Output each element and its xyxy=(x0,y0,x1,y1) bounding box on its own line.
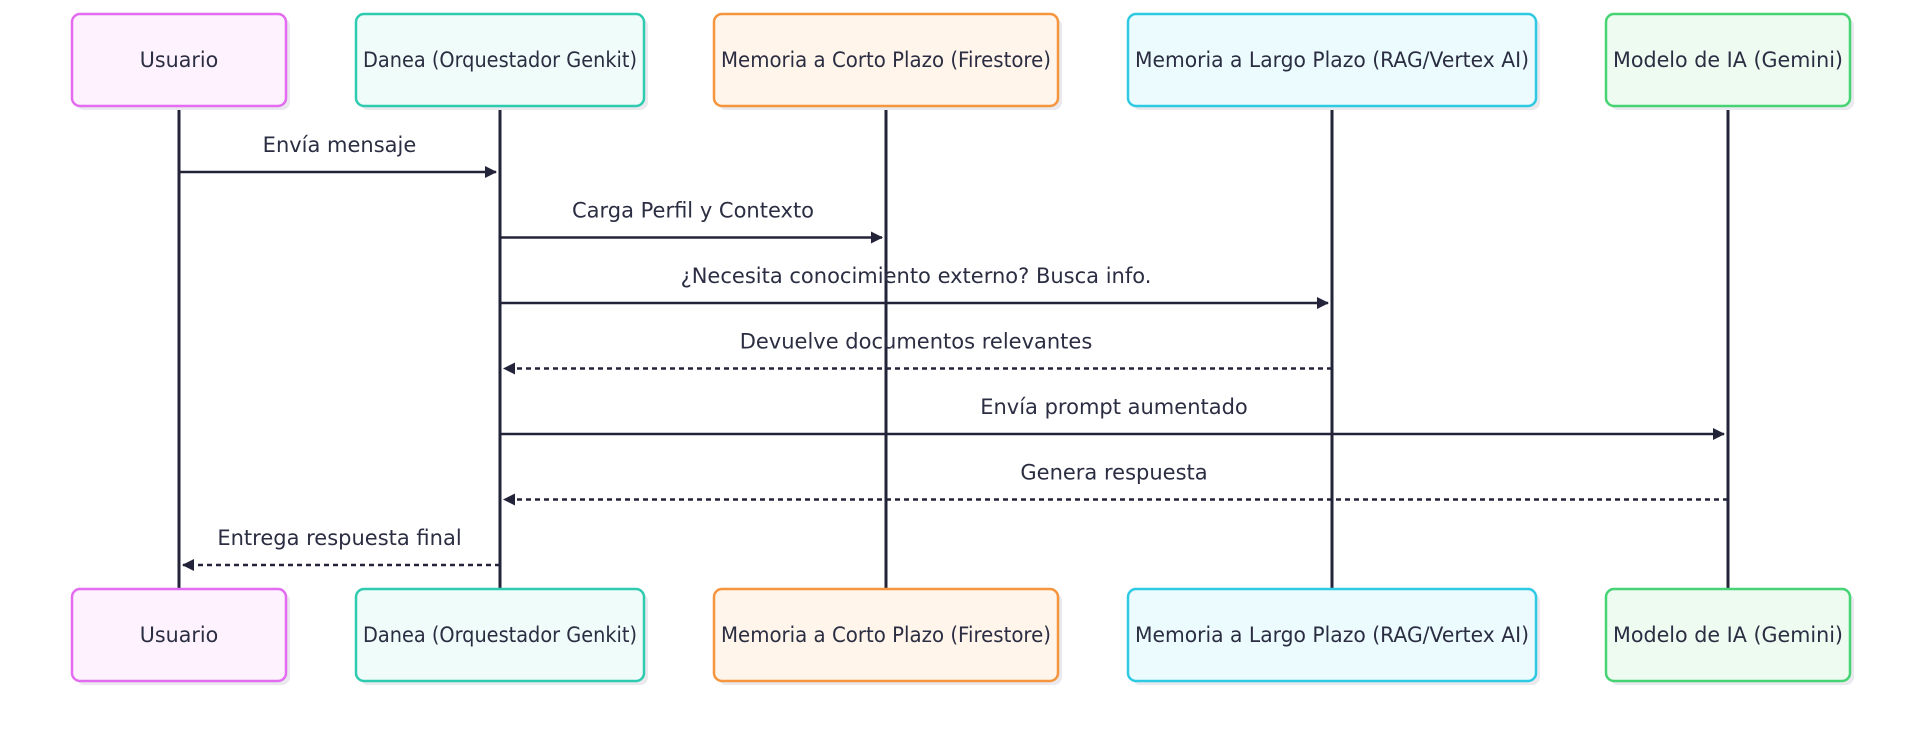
participant-box xyxy=(70,587,288,683)
message-1: Envía mensaje xyxy=(179,133,497,178)
participant-label: Memoria a Corto Plazo (Firestore) xyxy=(721,623,1051,647)
participant-label: Danea (Orquestador Genkit) xyxy=(363,623,637,647)
participant-model-bottom: Modelo de IA (Gemini) xyxy=(1604,587,1854,685)
participant-box xyxy=(1604,12,1852,108)
participant-user-top: Usuario xyxy=(70,12,290,110)
message-label: Envía mensaje xyxy=(263,133,417,157)
participant-label: Memoria a Corto Plazo (Firestore) xyxy=(721,48,1051,72)
participant-short-top: Memoria a Corto Plazo (Firestore) xyxy=(712,12,1062,110)
participant-long-bottom: Memoria a Largo Plazo (RAG/Vertex AI) xyxy=(1126,587,1540,685)
lifelines xyxy=(177,106,1730,589)
message-7: Entrega respuesta final xyxy=(182,526,500,571)
message-2: Carga Perfil y Contexto xyxy=(500,199,883,244)
message-4: Devuelve documentos relevantes xyxy=(503,330,1332,375)
participant-label: Memoria a Largo Plazo (RAG/Vertex AI) xyxy=(1135,48,1529,72)
message-label: Envía prompt aumentado xyxy=(980,395,1248,419)
message-label: Entrega respuesta final xyxy=(217,526,461,550)
participant-label: Modelo de IA (Gemini) xyxy=(1613,623,1843,647)
participant-box xyxy=(1126,12,1538,108)
message-5: Envía prompt aumentado xyxy=(500,395,1725,440)
participant-label: Usuario xyxy=(140,623,218,647)
participant-label: Modelo de IA (Gemini) xyxy=(1613,48,1843,72)
participant-label: Usuario xyxy=(140,48,218,72)
message-label: Carga Perfil y Contexto xyxy=(572,199,814,223)
participant-box xyxy=(1126,587,1538,683)
message-label: ¿Necesita conocimiento externo? Busca in… xyxy=(681,264,1152,288)
participant-box xyxy=(712,12,1060,108)
participant-label: Danea (Orquestador Genkit) xyxy=(363,48,637,72)
participant-box xyxy=(354,12,646,108)
participant-danea-bottom: Danea (Orquestador Genkit) xyxy=(354,587,648,685)
participant-box xyxy=(712,587,1060,683)
participant-danea-top: Danea (Orquestador Genkit) xyxy=(354,12,648,110)
message-label: Genera respuesta xyxy=(1020,461,1207,485)
message-6: Genera respuesta xyxy=(503,461,1728,506)
participant-short-bottom: Memoria a Corto Plazo (Firestore) xyxy=(712,587,1062,685)
message-3: ¿Necesita conocimiento externo? Busca in… xyxy=(500,264,1329,309)
participant-box xyxy=(1604,587,1852,683)
participant-user-bottom: Usuario xyxy=(70,587,290,685)
participant-box xyxy=(70,12,288,108)
participant-long-top: Memoria a Largo Plazo (RAG/Vertex AI) xyxy=(1126,12,1540,110)
message-label: Devuelve documentos relevantes xyxy=(740,330,1093,354)
participant-box xyxy=(354,587,646,683)
participant-label: Memoria a Largo Plazo (RAG/Vertex AI) xyxy=(1135,623,1529,647)
participant-model-top: Modelo de IA (Gemini) xyxy=(1604,12,1854,110)
